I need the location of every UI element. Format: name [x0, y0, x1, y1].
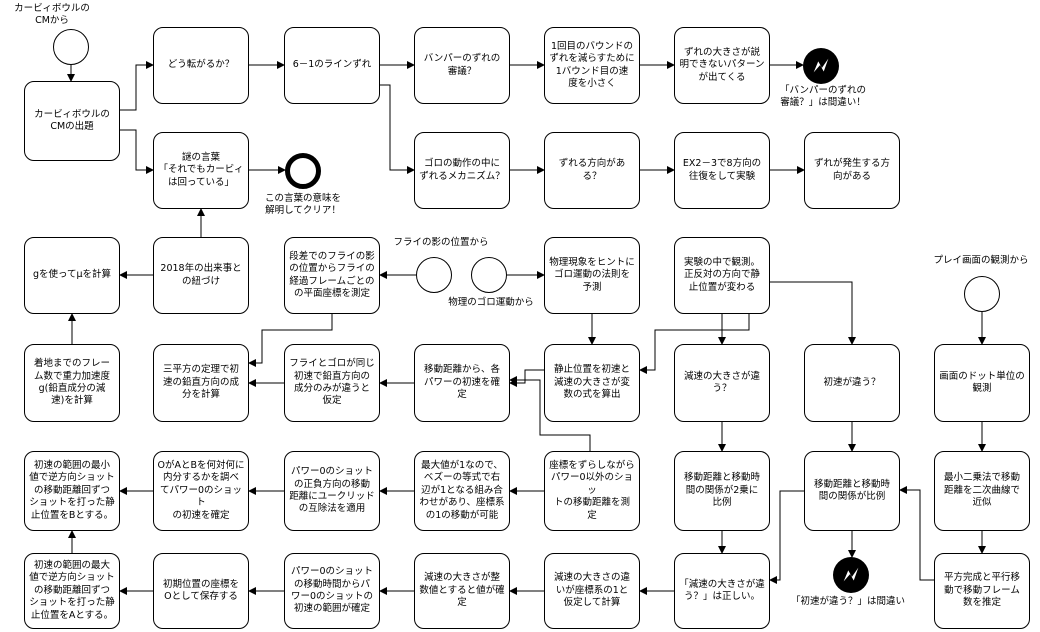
start-label-physics: 物理のゴロ運動から	[448, 297, 534, 308]
node-initial-speed-range: パワー0のショット の移動時間からパ ワー0のショットの 初速の範囲が確定	[284, 553, 380, 629]
node-least-squares: 最小二乗法で移動 距離を二次曲線で 近似	[934, 451, 1030, 531]
start-label-screen: プレイ画面の観測から	[933, 255, 1029, 266]
node-6-1-line-shift: 6－1のラインずれ	[284, 27, 380, 104]
node-assume-unit-diff: 減速の大きさの違 いが座標系の1と 仮定して計算	[544, 553, 640, 629]
node-save-origin: 初期位置の座標を Oとして保存する	[153, 553, 249, 629]
flow-arrow	[248, 314, 333, 367]
start-event-circle	[471, 257, 507, 293]
node-ratio-ab: OがAとBを何対何に 内分するかを調べ てパワー0のショット の初速を確定	[153, 451, 249, 531]
flow-arrow	[899, 486, 934, 581]
node-deceleration-correct: 「減速の大きさが違 う？」は正しい。	[674, 553, 770, 629]
flow-arrow	[120, 129, 154, 174]
node-roll-mechanism: ゴロの動作の中に ずれるメカニズム？	[414, 132, 510, 209]
node-stop-position-formula: 静止位置を初速と 減速の大きさが変 数の式を算出	[544, 344, 640, 422]
node-initial-speed-differs: 初速が違う？	[804, 344, 900, 422]
node-bumper-shift: バンパーのずれの 審議？	[414, 27, 510, 104]
node-shift-direction: ずれる方向があ る？	[544, 132, 640, 209]
node-measure-shots: 座標をずらしながら パワー0以外のショッ トの移動距離を測 定	[544, 451, 640, 531]
start-label-fly-shadow: フライの影の位置から	[393, 237, 489, 248]
node-bezout: 最大値が1なので、 ベズーの等式で右 辺が1となる組み合 わせがあり、座標系 の…	[414, 451, 510, 531]
node-pythagoras: 三平方の定理で初 速の鉛直方向の成 分を計算	[153, 344, 249, 422]
node-fix-initial-speed: 移動距離から、各 パワーの初速を確 定	[414, 344, 510, 422]
error-label-initial-speed: 「初速が違う？」は間違い	[790, 596, 905, 607]
start-event-circle	[53, 29, 89, 65]
node-ex2-3-experiment: EX2－3で8方向の 往復をして実験	[674, 132, 770, 209]
start-event-circle	[416, 257, 452, 293]
node-quadratic-relation: 移動距離と移動時 間の関係が2乗に 比例	[674, 451, 770, 531]
error-label-bumper: 「バンパーのずれの 審議？」は間違い！	[780, 85, 866, 109]
node-how-does-it-roll: どう転がるか？	[153, 27, 249, 104]
node-predict-roll-law: 物理現象をヒントに ゴロ運動の法則を 予測	[544, 237, 640, 314]
node-euclid: パワー0のショット の正負方向の移動 距離にユークリッド の互除法を適用	[284, 451, 380, 531]
node-calc-mu: gを使ってμを計算	[24, 237, 120, 314]
error-event-icon	[803, 48, 839, 84]
node-unexplained-pattern: ずれの大きさが説 明できないパターン が出てくる	[674, 27, 770, 104]
flow-arrow	[760, 281, 856, 345]
node-calc-gravity: 着地までのフレー ム数で重力加速度 g(鉛直成分の減 速)を計算	[24, 344, 120, 422]
error-event-icon	[833, 557, 869, 593]
flow-arrow	[120, 61, 154, 111]
node-first-bounce: 1回目のバウンドの ずれを減らすために 1バウンド目の速 度を小さく	[544, 27, 640, 104]
node-position-a: 初速の範囲の最大 値で逆方向ショット の移動距離回ずつ ショットを打った静 止位…	[24, 553, 120, 629]
flow-arrow	[639, 314, 750, 374]
node-deceleration-differs: 減速の大きさが違 う？	[674, 344, 770, 422]
flow-arrow	[509, 369, 544, 387]
node-same-initial-speed: フライとゴロが同じ 初速で鉛直方向の 成分のみが違うと 仮定	[284, 344, 380, 422]
node-linear-relation: 移動距離と移動時 間の関係が比例	[804, 451, 900, 531]
start-event-circle	[964, 276, 1000, 312]
node-2018-link: 2018年の出来事と の紐づけ	[153, 237, 249, 314]
flow-arrow	[769, 490, 804, 584]
end-label-clear: この言葉の意味を 解明してクリア！	[264, 193, 341, 217]
flow-arrow	[380, 84, 415, 174]
node-integer-deceleration: 減速の大きさが整 数値とすると値が確 定	[414, 553, 510, 629]
node-observe-in-experiment: 実験の中で観測。 正反対の方向で静 止位置が変わる	[674, 237, 770, 314]
node-shift-occurs: ずれが発生する方 向がある	[804, 132, 900, 209]
start-label-kirby-cm: カービィボウルの CMから	[14, 3, 90, 27]
node-mystery-words: 謎の言葉 「それでもカービィ は回っている」	[153, 132, 249, 209]
node-fly-shadow-measure: 段差でのフライの影 の位置からフライの 経過フレームごとの の平面座標を測定	[284, 237, 380, 314]
node-pixel-observation: 画面のドット単位の 観測	[934, 344, 1030, 422]
node-kirby-cm-question: カービィボウルの CMの出題	[24, 81, 120, 161]
end-event-circle	[285, 153, 321, 189]
node-complete-square: 平方完成と平行移 動で移動フレーム 数を推定	[934, 553, 1030, 629]
flow-arrow	[509, 376, 591, 451]
node-position-b: 初速の範囲の最小 値で逆方向ショット の移動距離回ずつ ショットを打った静 止位…	[24, 451, 120, 531]
